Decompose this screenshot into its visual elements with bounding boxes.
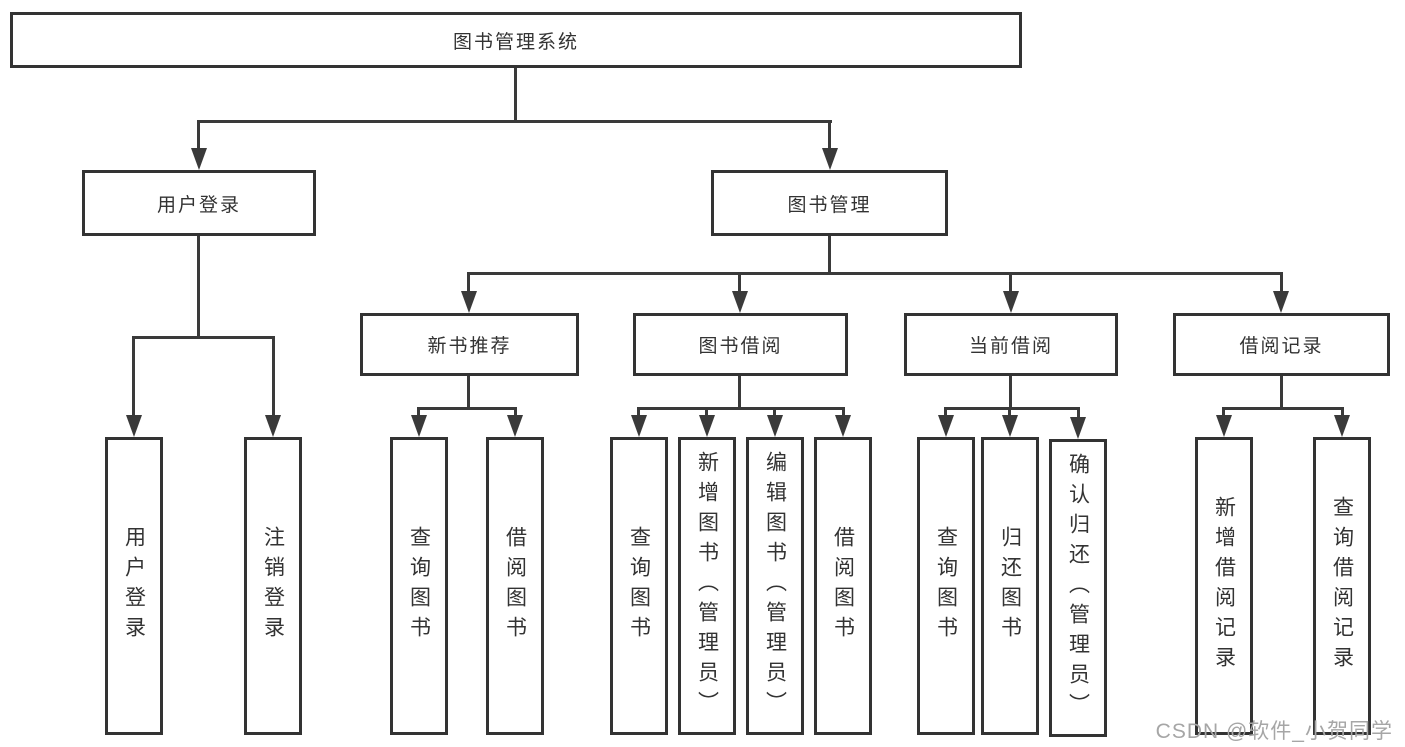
node-book-mgmt-label: 图书管理 <box>787 194 872 216</box>
connector-line <box>773 407 776 418</box>
arrowhead-icon <box>1002 415 1018 437</box>
leaf-newbook-borrow-label: 借阅图书 <box>503 526 527 646</box>
node-user-login-label: 用户登录 <box>156 194 241 216</box>
leaf-borrow-query-label: 查询图书 <box>627 526 651 646</box>
leaf-borrow-add: 新增图书（管理员） <box>678 437 736 735</box>
arrowhead-icon <box>822 148 838 170</box>
leaf-borrow-borrow-label: 借阅图书 <box>831 526 855 646</box>
node-book-mgmt: 图书管理 <box>711 170 948 236</box>
arrowhead-icon <box>1273 291 1289 313</box>
connector-line <box>738 272 741 293</box>
arrowhead-icon <box>938 415 954 437</box>
leaf-logout: 注销登录 <box>244 437 302 735</box>
leaf-current-return: 归还图书 <box>981 437 1039 735</box>
arrowhead-icon <box>461 291 477 313</box>
arrowhead-icon <box>699 415 715 437</box>
leaf-records-query: 查询借阅记录 <box>1313 437 1371 735</box>
arrowhead-icon <box>1216 415 1232 437</box>
leaf-user-login-label: 用户登录 <box>122 526 146 646</box>
connector-line <box>842 407 845 418</box>
arrowhead-icon <box>191 148 207 170</box>
leaf-newbook-borrow: 借阅图书 <box>486 437 544 735</box>
csdn-watermark: CSDN @软件_小贺同学 <box>1155 720 1393 743</box>
node-new-book-rec: 新书推荐 <box>360 313 579 376</box>
connector-line <box>1280 376 1283 410</box>
leaf-current-query: 查询图书 <box>917 437 975 735</box>
node-borrow-records: 借阅记录 <box>1173 313 1390 376</box>
connector-line <box>514 407 517 418</box>
node-borrow-records-label: 借阅记录 <box>1239 336 1324 357</box>
arrowhead-icon <box>411 415 427 437</box>
leaf-borrow-add-label: 新增图书（管理员） <box>695 451 719 721</box>
node-user-login: 用户登录 <box>82 170 316 236</box>
leaf-current-confirm: 确认归还（管理员） <box>1049 439 1107 737</box>
leaf-records-add-label: 新增借阅记录 <box>1212 496 1236 676</box>
arrowhead-icon <box>1334 415 1350 437</box>
connector-line <box>1222 407 1225 418</box>
node-current-borrow-label: 当前借阅 <box>968 336 1053 357</box>
connector-line <box>1222 407 1344 410</box>
arrowhead-icon <box>1003 291 1019 313</box>
connector-line <box>944 407 947 418</box>
leaf-borrow-borrow: 借阅图书 <box>814 437 872 735</box>
leaf-newbook-query: 查询图书 <box>390 437 448 735</box>
connector-line <box>467 272 470 293</box>
arrowhead-icon <box>1070 417 1086 439</box>
arrowhead-icon <box>767 415 783 437</box>
connector-line <box>197 120 200 152</box>
leaf-borrow-edit-label: 编辑图书（管理员） <box>763 451 787 721</box>
node-current-borrow: 当前借阅 <box>904 313 1118 376</box>
connector-line <box>132 336 275 339</box>
leaf-borrow-edit: 编辑图书（管理员） <box>746 437 804 735</box>
connector-line <box>1008 407 1011 418</box>
leaf-records-query-label: 查询借阅记录 <box>1330 496 1354 676</box>
connector-line <box>637 407 640 418</box>
node-new-book-rec-label: 新书推荐 <box>427 336 512 357</box>
connector-line <box>1077 407 1080 418</box>
node-root: 图书管理系统 <box>10 12 1022 68</box>
connector-line <box>828 120 831 152</box>
leaf-user-login: 用户登录 <box>105 437 163 735</box>
leaf-records-add: 新增借阅记录 <box>1195 437 1253 735</box>
connector-line <box>944 407 1080 410</box>
connector-line <box>1009 376 1012 410</box>
connector-line <box>272 336 275 418</box>
connector-line <box>828 236 831 275</box>
node-book-borrow: 图书借阅 <box>633 313 848 376</box>
arrowhead-icon <box>265 415 281 437</box>
connector-line <box>1280 272 1283 293</box>
arrowhead-icon <box>507 415 523 437</box>
connector-line <box>132 336 135 418</box>
connector-line <box>1341 407 1344 418</box>
leaf-current-confirm-label: 确认归还（管理员） <box>1066 453 1090 723</box>
connector-line <box>417 407 420 418</box>
arrowhead-icon <box>126 415 142 437</box>
node-root-label: 图书管理系统 <box>452 31 579 53</box>
connector-line <box>417 407 517 410</box>
connector-line <box>197 120 832 123</box>
connector-line <box>467 376 470 410</box>
connector-line <box>514 68 517 122</box>
connector-line <box>705 407 708 418</box>
arrowhead-icon <box>631 415 647 437</box>
connector-line <box>738 376 741 410</box>
leaf-current-return-label: 归还图书 <box>998 526 1022 646</box>
node-book-borrow-label: 图书借阅 <box>698 336 783 357</box>
connector-line <box>637 407 845 410</box>
connector-line <box>197 236 200 339</box>
connector-line <box>467 272 1283 275</box>
leaf-borrow-query: 查询图书 <box>610 437 668 735</box>
arrowhead-icon <box>835 415 851 437</box>
leaf-current-query-label: 查询图书 <box>934 526 958 646</box>
leaf-newbook-query-label: 查询图书 <box>407 526 431 646</box>
connector-line <box>1009 272 1012 293</box>
arrowhead-icon <box>732 291 748 313</box>
leaf-logout-label: 注销登录 <box>261 526 285 646</box>
